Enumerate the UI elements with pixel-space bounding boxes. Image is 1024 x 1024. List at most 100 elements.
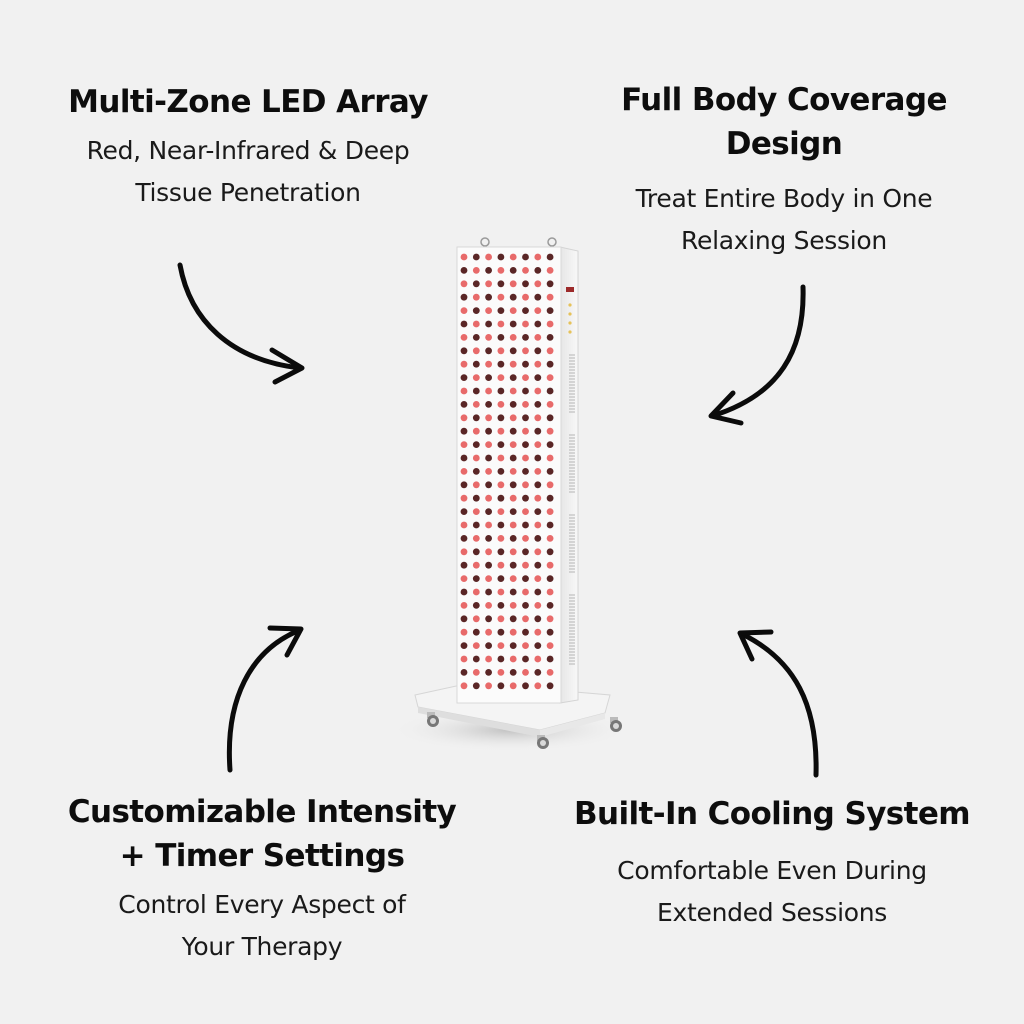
led-dot (497, 360, 505, 368)
led-dot (472, 615, 480, 623)
feature-title: Built-In Cooling System (573, 796, 971, 832)
led-dot (509, 468, 517, 475)
led-dot (522, 267, 529, 274)
led-dot (497, 347, 505, 355)
feature-title: Customizable Intensity + Timer Settings (20, 790, 504, 878)
led-dot (472, 253, 480, 261)
led-dot (460, 642, 468, 649)
led-dot (497, 334, 505, 341)
led-dot (534, 535, 542, 542)
led-dot (472, 280, 480, 288)
feature-description-line: Control Every Aspect of (118, 890, 406, 919)
led-dot (497, 267, 505, 274)
feature-title-line: Customizable Intensity (67, 794, 457, 830)
led-dot (509, 669, 517, 676)
led-dot (546, 521, 554, 529)
led-dot (522, 334, 529, 341)
led-dot (485, 481, 492, 489)
led-dot (509, 548, 517, 556)
led-dot (472, 682, 480, 690)
led-dot (509, 655, 517, 663)
led-dot (509, 307, 517, 314)
led-dot (546, 588, 554, 596)
led-dot (546, 548, 554, 556)
wheel-icon (610, 717, 622, 732)
led-dot (472, 374, 480, 381)
led-dot (472, 494, 480, 502)
led-dot (546, 360, 554, 368)
led-dot (546, 454, 554, 462)
led-dot (497, 401, 505, 408)
led-dot (485, 374, 492, 381)
led-dot (522, 347, 529, 355)
led-dot (472, 293, 480, 301)
feature-description: Treat Entire Body in One Relaxing Sessio… (560, 178, 1008, 262)
led-dot (497, 628, 505, 636)
led-dot (460, 655, 468, 663)
feature-description-line: Red, Near-Infrared & Deep (86, 136, 410, 165)
led-dot (534, 360, 542, 368)
feature-title: Full Body Coverage Design (560, 78, 1008, 166)
feature-description-line: Relaxing Session (681, 226, 887, 255)
led-dot (534, 521, 542, 529)
led-dot (522, 307, 529, 314)
led-dot (497, 655, 505, 663)
led-dot (534, 414, 542, 422)
feature-description: Comfortable Even During Extended Session… (530, 850, 1014, 934)
led-dot (509, 360, 517, 368)
led-dot (534, 454, 542, 462)
control-display (566, 287, 574, 292)
led-dot (534, 253, 542, 261)
led-dot (522, 320, 529, 328)
led-dot (534, 548, 542, 556)
led-dot (460, 682, 468, 690)
led-dot (546, 468, 554, 475)
led-dot (509, 642, 517, 649)
feature-title-line: + Timer Settings (119, 838, 405, 874)
led-dot (472, 602, 480, 609)
led-dot (522, 628, 529, 636)
led-dot (485, 414, 492, 422)
led-dot (485, 253, 492, 261)
led-dot (460, 521, 468, 529)
led-dot (546, 535, 554, 542)
feature-description-line: Extended Sessions (657, 898, 887, 927)
led-dot (534, 682, 542, 690)
feature-description-line: Your Therapy (181, 932, 343, 961)
led-dot (497, 561, 505, 569)
led-dot (472, 334, 480, 341)
led-dot (546, 682, 554, 690)
cooling-vents (569, 354, 575, 665)
led-dot (497, 253, 505, 261)
led-dot (509, 575, 517, 582)
led-dot (472, 454, 480, 462)
led-dot (546, 602, 554, 609)
led-dot (546, 253, 554, 261)
led-dot (472, 481, 480, 489)
led-dot (534, 334, 542, 341)
led-dot (460, 414, 468, 422)
led-dot (509, 602, 517, 609)
led-dot (522, 615, 529, 623)
feature-description: Red, Near-Infrared & Deep Tissue Penetra… (20, 130, 476, 214)
led-dot (485, 655, 492, 663)
led-dot (509, 588, 517, 596)
feature-title-line: Full Body Coverage (621, 82, 947, 118)
led-dot (460, 628, 468, 636)
led-dot (460, 401, 468, 408)
led-dot (472, 360, 480, 368)
led-dot (460, 307, 468, 314)
led-dot (522, 535, 529, 542)
led-dot (546, 293, 554, 301)
led-dot (485, 401, 492, 408)
led-dot (460, 669, 468, 676)
led-dot (522, 441, 529, 448)
led-dot (546, 320, 554, 328)
led-dot (534, 508, 542, 515)
led-dot (472, 655, 480, 663)
led-dot (534, 494, 542, 502)
led-dot (546, 267, 554, 274)
wheel-icon (427, 712, 439, 727)
led-dot (460, 267, 468, 274)
led-dot (460, 280, 468, 288)
